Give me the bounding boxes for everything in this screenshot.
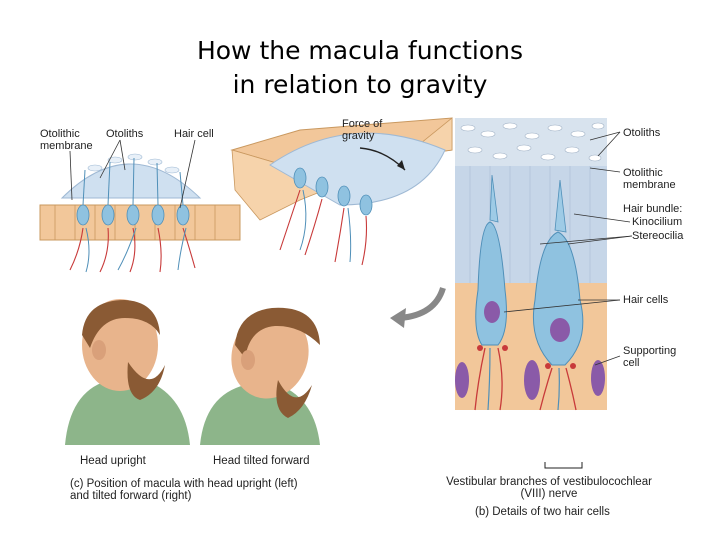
label-nerve-line2: (VIII) nerve xyxy=(520,488,578,500)
label-otolithic-membrane-c-line2: membrane xyxy=(40,140,93,152)
curved-arrow xyxy=(399,286,446,321)
label-supporting-line1: Supporting xyxy=(623,345,677,357)
label-supporting-line2: cell xyxy=(623,357,640,369)
label-force-line1: Force of xyxy=(342,118,383,130)
label-otoliths-c: Otoliths xyxy=(106,128,144,140)
label-supporting-cell: Supporting cell xyxy=(623,345,676,369)
otolith-crystals xyxy=(460,122,605,162)
label-kinocilium: Kinocilium xyxy=(632,216,683,228)
caption-c-line2: and tilted forward (right) xyxy=(70,490,192,502)
label-hair-cells-b: Hair cells xyxy=(623,294,669,306)
label-otolithic-membrane-b: Otolithic membrane xyxy=(623,167,676,191)
label-stereocilia: Stereocilia xyxy=(632,230,684,242)
label-otoliths-b: Otoliths xyxy=(623,127,661,139)
page-title: How the macula functions in relation to … xyxy=(0,34,720,102)
title-line-2: in relation to gravity xyxy=(232,70,488,99)
label-head-upright: Head upright xyxy=(80,455,146,467)
otolithic-membrane-upright xyxy=(60,163,202,199)
macula-tilted xyxy=(230,117,453,266)
label-otolithic-membrane-b-line2: membrane xyxy=(623,179,676,191)
label-nerve-line1: Vestibular branches of vestibulocochlear xyxy=(446,476,652,488)
hair-cell-detail xyxy=(455,118,607,469)
label-otolithic-membrane-c: Otolithic membrane xyxy=(40,128,93,152)
caption-b: (b) Details of two hair cells xyxy=(475,506,610,518)
label-force-line2: gravity xyxy=(342,130,375,142)
label-otolithic-membrane-c-line1: Otolithic xyxy=(40,128,80,140)
head-upright-figure xyxy=(65,299,190,445)
label-head-tilted: Head tilted forward xyxy=(213,455,310,467)
leader-lines xyxy=(69,131,633,366)
label-otolithic-membrane-b-line1: Otolithic xyxy=(623,167,663,179)
label-hair-bundle: Hair bundle: xyxy=(623,203,683,215)
macula-upright xyxy=(39,153,241,273)
otoliths-upright xyxy=(87,153,180,174)
label-hair-cell-c: Hair cell xyxy=(174,128,214,140)
title-line-1: How the macula functions xyxy=(196,36,524,65)
hair-cells-upright xyxy=(76,204,190,226)
otolithic-membrane-tilted xyxy=(269,132,446,206)
caption-c-line1: (c) Position of macula with head upright… xyxy=(70,478,298,490)
label-force-of-gravity: Force of gravity xyxy=(342,118,382,142)
head-tilted-figure xyxy=(200,307,320,445)
label-vestibular-nerve: Vestibular branches of vestibulocochlear… xyxy=(429,476,669,500)
hair-cells-tilted xyxy=(293,167,373,216)
caption-c: (c) Position of macula with head upright… xyxy=(70,478,298,502)
